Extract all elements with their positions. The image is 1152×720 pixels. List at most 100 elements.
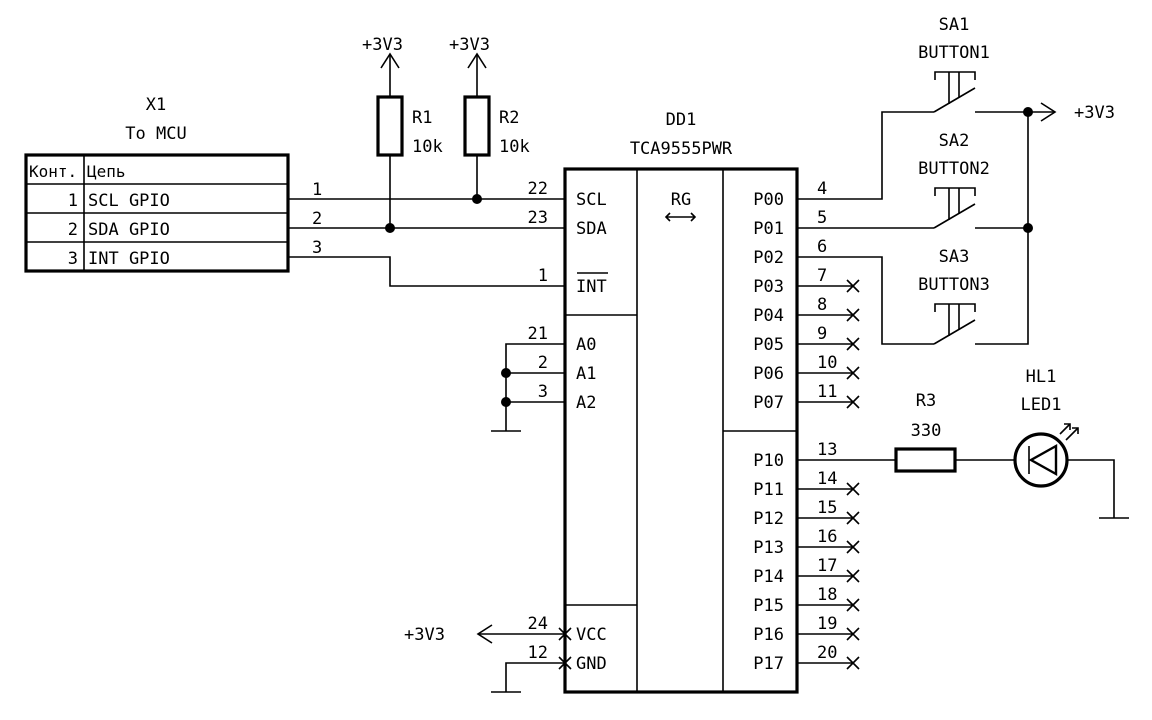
chip-pin-number: 4 xyxy=(817,179,827,199)
button-value: BUTTON2 xyxy=(918,159,990,179)
chip-pin-name: P07 xyxy=(753,393,784,413)
connector-row-num: 2 xyxy=(68,220,78,240)
chip-pin-number: 15 xyxy=(817,498,837,518)
chip-dd1: DD1 TCA9555PWR RG SCL22SDA23INT1A021A12A… xyxy=(528,110,860,694)
resistor-ref: R3 xyxy=(916,391,936,411)
pushbutton-icon xyxy=(934,187,976,220)
chip-pin-number: 21 xyxy=(528,324,548,344)
power-label: +3V3 xyxy=(362,35,403,55)
power-label: +3V3 xyxy=(449,35,490,55)
chip-pin-name: VCC xyxy=(576,625,607,645)
chip-pin-number: 12 xyxy=(528,643,548,663)
chip-ref: DD1 xyxy=(666,110,697,130)
chip-pin-name: P01 xyxy=(753,219,784,239)
resistor-value: 330 xyxy=(911,421,942,441)
chip-pin-name: P05 xyxy=(753,335,784,355)
no-connect-icon xyxy=(846,308,860,322)
no-connect-icon xyxy=(846,627,860,641)
no-connect-icon xyxy=(846,511,860,525)
chip-pin-name: SDA xyxy=(576,219,607,239)
connector-header-net: Цепь xyxy=(87,162,126,181)
button-ref: SA3 xyxy=(939,247,970,267)
chip-value: TCA9555PWR xyxy=(630,139,733,159)
resistor-body xyxy=(376,95,404,157)
chip-pin-name: P00 xyxy=(753,190,784,210)
chip-pin-number: 11 xyxy=(817,382,837,402)
chip-pin-number: 10 xyxy=(817,353,837,373)
chip-pin-number: 7 xyxy=(817,266,827,286)
chip-pin-name: P02 xyxy=(753,248,784,268)
power-arrow-icon xyxy=(476,624,493,644)
resistor-ref: R2 xyxy=(499,108,519,128)
led-ref: HL1 xyxy=(1026,367,1057,387)
no-connect-icon xyxy=(846,598,860,612)
chip-pin-name: P10 xyxy=(753,451,784,471)
junction-dot xyxy=(501,397,511,407)
connector-value: To MCU xyxy=(125,124,186,144)
chip-pin-number: 6 xyxy=(817,237,827,257)
chip-pin-name: P12 xyxy=(753,509,784,529)
button-value: BUTTON3 xyxy=(918,275,990,295)
no-connect-icon xyxy=(846,337,860,351)
chip-pin-number: 17 xyxy=(817,556,837,576)
junction-dot xyxy=(1023,107,1033,117)
pushbutton-icon xyxy=(934,303,976,336)
resistor-r2: +3V3 R2 10k xyxy=(449,35,530,199)
chip-pin-number: 16 xyxy=(817,527,837,547)
connector-row-net: SCL GPIO xyxy=(88,191,170,211)
button-ref: SA1 xyxy=(939,15,970,35)
connector-row-num: 1 xyxy=(68,191,78,211)
junction-dot xyxy=(501,368,511,378)
power-label: +3V3 xyxy=(404,625,445,645)
bidirectional-arrow-icon xyxy=(664,212,697,222)
button-value: BUTTON1 xyxy=(918,43,990,63)
chip-pin-name: P15 xyxy=(753,596,784,616)
chip-pin-number: 20 xyxy=(817,643,837,663)
chip-pin-name: SCL xyxy=(576,190,607,210)
chip-pin-name: P14 xyxy=(753,567,784,587)
connector-row-num: 3 xyxy=(68,249,78,269)
power-label: +3V3 xyxy=(1074,103,1115,123)
chip-pin-number: 8 xyxy=(817,295,827,315)
chip-pin-number: 3 xyxy=(538,382,548,402)
chip-pin-name: A0 xyxy=(576,335,596,355)
no-connect-icon xyxy=(846,366,860,380)
power-arrow-icon xyxy=(1040,102,1057,122)
wire-int xyxy=(288,256,565,287)
junction-dot xyxy=(1023,223,1033,233)
chip-pin-name: A2 xyxy=(576,393,596,413)
chip-pin-number: 14 xyxy=(817,469,837,489)
resistor-value: 10k xyxy=(412,137,443,157)
chip-pin-name: GND xyxy=(576,654,607,674)
resistor-r3-body xyxy=(894,447,957,473)
chip-pin-name: P11 xyxy=(753,480,784,500)
no-connect-icon xyxy=(846,569,860,583)
chip-pin-name: P04 xyxy=(753,306,784,326)
chip-pin-name: P17 xyxy=(753,654,784,674)
led-value: LED1 xyxy=(1021,395,1062,415)
chip-pin-number: 24 xyxy=(528,614,548,634)
led-circuit: R3 330 HL1 LED1 xyxy=(797,367,1129,519)
chip-pin-name: P13 xyxy=(753,538,784,558)
led-icon xyxy=(1013,423,1079,488)
connector-row-net: INT GPIO xyxy=(88,249,170,269)
switch-contact xyxy=(933,319,976,345)
chip-pin-number: 9 xyxy=(817,324,827,344)
chip-pin-number: 2 xyxy=(538,353,548,373)
chip-pin-name: INT xyxy=(576,277,607,297)
no-connect-icon xyxy=(846,540,860,554)
chip-pin-number: 19 xyxy=(817,614,837,634)
resistor-body xyxy=(463,95,491,157)
chip-pin-number: 5 xyxy=(817,208,827,228)
address-pins-ground xyxy=(491,343,565,432)
chip-pin-name: P06 xyxy=(753,364,784,384)
wire xyxy=(1067,459,1115,518)
connector-header-pin: Конт. xyxy=(29,162,77,181)
chip-pin-number: 13 xyxy=(817,440,837,460)
chip-pin-number: 18 xyxy=(817,585,837,605)
